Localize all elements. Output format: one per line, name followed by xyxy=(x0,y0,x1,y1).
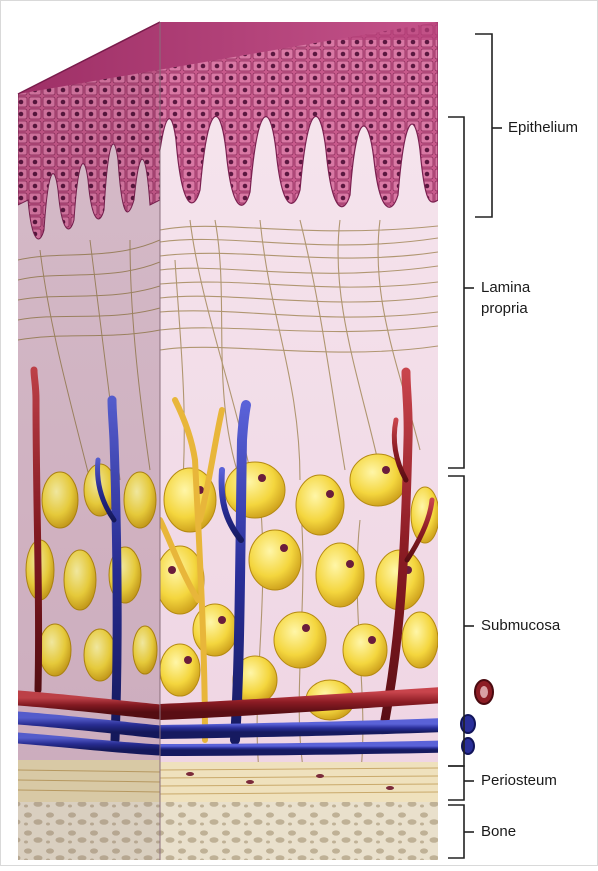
front-face xyxy=(156,22,490,860)
bracket-periosteum xyxy=(448,766,464,800)
bracket-epithelium xyxy=(475,34,492,217)
layer-brackets xyxy=(448,34,502,858)
label-lamina-propria-line2: propria xyxy=(481,300,528,318)
label-lamina-propria-line1: Lamina xyxy=(481,279,530,297)
label-submucosa: Submucosa xyxy=(481,617,560,635)
bracket-bone xyxy=(448,805,464,858)
vessel-cut-ends xyxy=(461,680,493,754)
bracket-lamina-propria xyxy=(448,117,464,468)
label-periosteum: Periosteum xyxy=(481,772,557,790)
left-face xyxy=(18,22,160,860)
label-epithelium: Epithelium xyxy=(508,119,578,137)
label-bone: Bone xyxy=(481,823,516,841)
